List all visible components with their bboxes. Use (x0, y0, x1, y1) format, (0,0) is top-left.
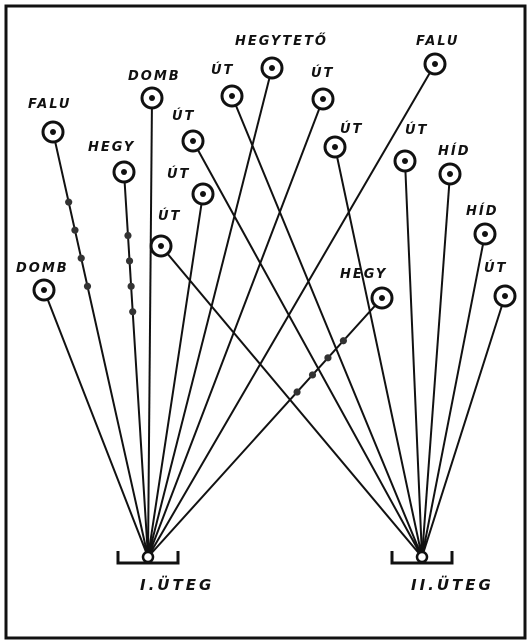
target-center-t17 (379, 295, 385, 301)
fire-line-t12 (334, 146, 423, 558)
target-center-t11 (432, 61, 438, 67)
fire-line-dot (293, 388, 301, 396)
target-center-t7 (320, 96, 326, 102)
fire-line-dot (339, 337, 347, 345)
fire-line-t2 (43, 289, 149, 558)
target-center-t14 (447, 171, 453, 177)
fire-line-dot (71, 226, 79, 234)
target-label-t9: ÚT (167, 166, 190, 182)
target-label-t7: ÚT (311, 65, 334, 81)
fire-line-t10 (160, 245, 423, 558)
fire-line-dot (124, 231, 132, 240)
target-label-t2: DOMB (16, 261, 69, 276)
fire-line-t15 (421, 233, 486, 558)
target-center-t12 (332, 144, 338, 150)
target-center-t8 (190, 138, 196, 144)
target-label-t5: ÚT (211, 62, 234, 78)
target-center-t3 (121, 169, 127, 175)
fire-line-dot (127, 282, 135, 290)
fire-line-t16 (421, 295, 506, 558)
battery-label-b1: I.ÜTEG (140, 575, 214, 594)
fire-line-t6 (147, 67, 273, 558)
target-center-t9 (200, 191, 206, 197)
fire-line-dot (65, 198, 73, 206)
fire-line-t1 (52, 131, 149, 558)
battery-marker-b2 (415, 550, 429, 564)
fire-line-t8 (192, 140, 423, 558)
fire-line-t17 (147, 297, 383, 558)
battery-markers: I.ÜTEG II.ÜTEG (116, 550, 494, 594)
fire-line-t7 (147, 98, 324, 558)
target-center-t2 (41, 287, 47, 293)
target-label-t3: HEGY (88, 140, 135, 155)
target-center-t1 (50, 129, 56, 135)
target-label-t1: FALU (28, 97, 71, 112)
target-label-t12: ÚT (340, 121, 363, 137)
fire-lines (43, 63, 506, 558)
target-label-t8: ÚT (172, 108, 195, 124)
target-center-t15 (482, 231, 488, 237)
battery-marker-b1 (141, 550, 155, 564)
target-label-t17: HEGY (340, 267, 387, 282)
fire-line-dot (77, 254, 85, 262)
target-label-t6: HEGYTETŐ (235, 33, 328, 49)
fire-line-dot (83, 282, 92, 290)
target-center-t13 (402, 158, 408, 164)
target-label-t16: ÚT (484, 260, 507, 276)
target-center-t5 (229, 93, 235, 99)
target-label-t4: DOMB (128, 69, 181, 84)
battery-label-b2: II.ÜTEG (411, 575, 494, 594)
fire-line-t14 (421, 173, 451, 558)
fire-line-t5 (231, 95, 423, 558)
target-label-t10: ÚT (158, 208, 181, 224)
fire-line-dot (324, 354, 332, 362)
fire-line-dot (308, 371, 317, 379)
target-center-t16 (502, 293, 508, 299)
target-center-t4 (149, 95, 155, 101)
fire-line-dot (125, 257, 134, 265)
target-label-t13: ÚT (405, 122, 428, 138)
fire-line-t9 (147, 193, 204, 558)
frame-border (4, 4, 527, 640)
fire-line-dot (129, 308, 137, 316)
fire-line-t13 (404, 160, 423, 558)
fire-line-t11 (147, 63, 436, 558)
target-center-t10 (158, 243, 164, 249)
target-label-t11: FALU (416, 34, 459, 49)
target-label-t15: HÍD (466, 203, 499, 219)
target-label-t14: HÍD (438, 143, 471, 159)
target-center-t6 (269, 65, 275, 71)
fire-line-t4 (147, 97, 153, 558)
